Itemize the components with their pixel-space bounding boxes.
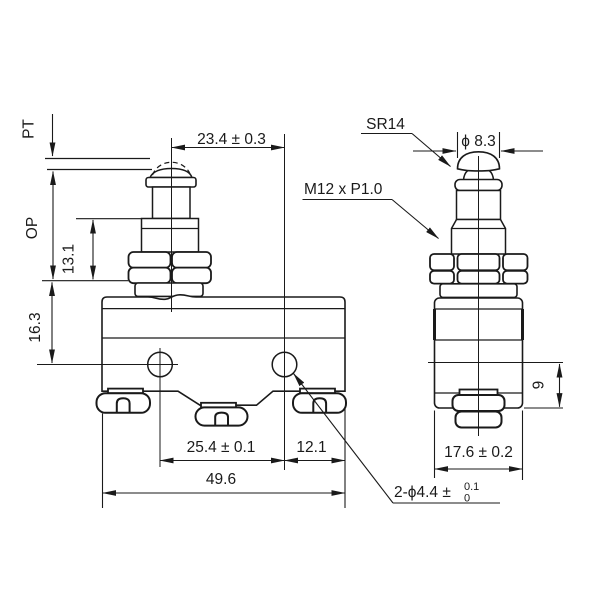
dim-12-1-label: 12.1 [296,439,326,456]
front-mounting-hole-right [271,351,298,378]
hole-note-label: 2-ϕ4.4 ± [394,484,451,501]
dim-16-3-label: 16.3 [27,312,44,342]
dim-49-6-label: 49.6 [206,471,236,488]
sr14-label: SR14 [366,116,405,133]
thread-leader [391,199,439,239]
side-dimensions: SR14 ϕ 8.3 M12 x P1.0 9 17.6 ± 0.2 [302,116,563,480]
op-dimension-label: OP [24,217,41,239]
front-collar [134,282,204,298]
front-view [37,134,347,470]
dim-25-4-label: 25.4 ± 0.1 [187,439,256,456]
hole-note-tolerance-upper: 0.1 [464,481,479,493]
hole-note-leader [293,373,394,504]
front-mounting-hole-left [146,351,174,378]
front-bushing [140,217,200,253]
front-released-position-arc [151,161,192,176]
front-hex-nut [127,251,212,285]
sr14-leader [411,133,451,167]
pt-dimension-label: PT [21,119,38,139]
hole-note-tolerance-lower: 0 [464,493,470,505]
thread-spec-label: M12 x P1.0 [304,181,383,198]
front-terminal-screw-right [292,387,347,414]
dim-17-6-label: 17.6 ± 0.2 [444,444,513,461]
dim-13-1-label: 13.1 [61,244,78,274]
front-terminal-screw-middle [194,401,249,427]
side-view [428,150,563,436]
front-dimensions: PT OP 13.1 16.3 23.4 ± 0.3 25.4 ± 0.1 12… [21,114,500,508]
dim-phi-8-3-label: ϕ 8.3 [461,133,496,150]
front-terminal-screw-left [95,387,151,414]
dim-23-4-label: 23.4 ± 0.3 [197,131,266,148]
dim-9-label: 9 [531,381,548,390]
